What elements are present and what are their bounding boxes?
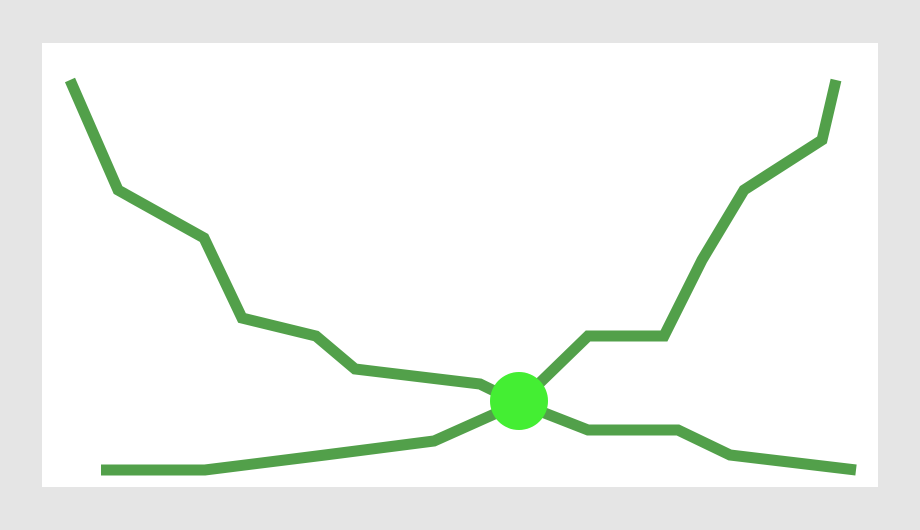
route-lower-left bbox=[101, 397, 522, 476]
route-lower-right bbox=[516, 397, 857, 476]
route-upper-left bbox=[64, 77, 522, 408]
diagram-canvas bbox=[42, 43, 878, 487]
route-upper-right bbox=[515, 78, 842, 407]
junction-node bbox=[490, 372, 548, 430]
